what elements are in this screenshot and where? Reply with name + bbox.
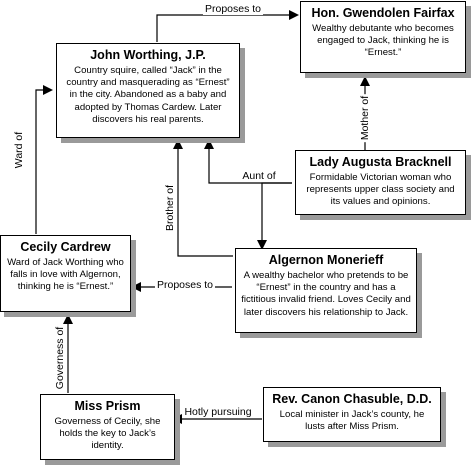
arrowhead-cecily-proposes xyxy=(131,282,141,292)
edge-label-aunt-of: Aunt of xyxy=(240,170,278,182)
edge-label-mother-of: Mother of xyxy=(359,93,371,143)
node-title: Algernon Monerieff xyxy=(268,253,384,267)
edge-label-ward-of: Ward of xyxy=(13,129,25,171)
node-desc: Governess of Cecily, she holds the key t… xyxy=(54,416,161,452)
edge-label-proposes-to-2: Proposes to xyxy=(154,279,216,291)
node-title: Hon. Gwendolen Fairfax xyxy=(311,6,455,20)
node-title: Miss Prism xyxy=(74,399,141,413)
node-gwendolen: Hon. Gwendolen Fairfax Wealthy debutante… xyxy=(300,1,466,73)
node-prism: Miss Prism Governess of Cecily, she hold… xyxy=(40,394,175,460)
edge-bracknell-to-algernon xyxy=(261,182,292,242)
node-title: Cecily Cardrew xyxy=(20,240,111,254)
arrowhead-jack-ward xyxy=(43,85,53,95)
node-chasuble: Rev. Canon Chasuble, D.D. Local minister… xyxy=(263,387,441,442)
edge-label-brother-of: Brother of xyxy=(164,182,176,234)
node-algernon: Algernon Monerieff A wealthy bachelor wh… xyxy=(235,248,417,333)
edge-cecily-to-jack xyxy=(35,89,46,234)
edge-label-hotly-pursuing: Hotly pursuing xyxy=(182,406,254,418)
arrowhead-jack-aunt xyxy=(204,139,214,149)
arrowhead-algernon-aunt xyxy=(257,240,267,250)
node-desc: Country squire, called “Jack” in the cou… xyxy=(66,65,230,125)
node-jack: John Worthing, J.P. Country squire, call… xyxy=(56,43,240,138)
edge-label-proposes-to: Proposes to xyxy=(202,3,264,15)
edge-algernon-to-jack xyxy=(177,146,233,257)
edge-jack-to-gwendolen xyxy=(156,14,291,42)
arrowhead-gwendolen-mother xyxy=(360,76,370,86)
node-desc: Ward of Jack Worthing who falls in love … xyxy=(7,257,124,293)
arrowhead-gwendolen xyxy=(289,10,299,20)
node-bracknell: Lady Augusta Bracknell Formidable Victor… xyxy=(295,150,466,215)
node-cecily: Cecily Cardrew Ward of Jack Worthing who… xyxy=(0,235,131,312)
node-title: Lady Augusta Bracknell xyxy=(309,155,452,169)
arrowhead-cecily-governess xyxy=(63,314,73,324)
node-desc: Wealthy debutante who becomes engaged to… xyxy=(312,23,454,59)
edge-label-governess-of: Governess of xyxy=(54,324,66,392)
node-desc: Local minister in Jack’s county, he lust… xyxy=(279,409,425,433)
node-title: John Worthing, J.P. xyxy=(90,48,206,62)
node-title: Rev. Canon Chasuble, D.D. xyxy=(272,392,432,406)
arrowhead-jack-brother xyxy=(173,139,183,149)
node-desc: A wealthy bachelor who pretends to be “E… xyxy=(241,270,411,318)
node-desc: Formidable Victorian woman who represent… xyxy=(306,172,455,208)
